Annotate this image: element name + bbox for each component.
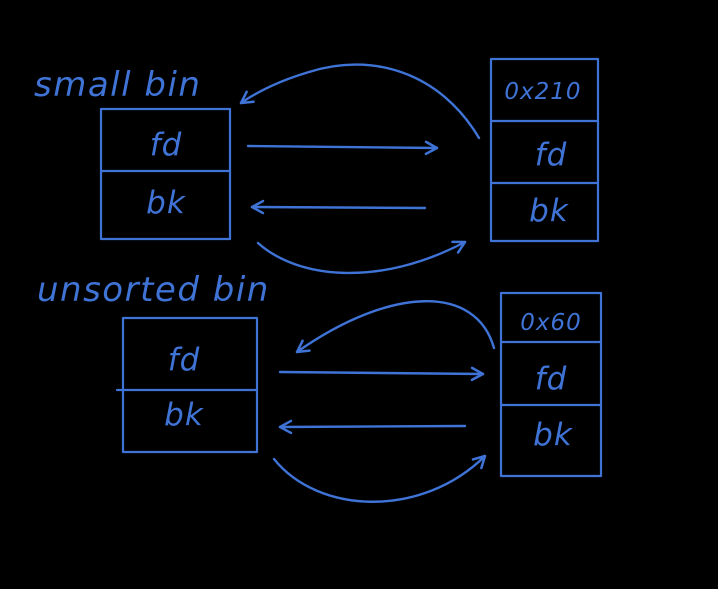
small-bin-chunk-address: 0x210 bbox=[504, 79, 581, 105]
small-bin-chunk-fd: fd bbox=[535, 137, 568, 173]
small-bin-head-box: fd bk bbox=[99, 107, 232, 241]
small-bin-head-bk: bk bbox=[146, 185, 186, 221]
unsorted-bin-head-to-chunk-curved-arrow bbox=[272, 454, 487, 503]
unsorted-bin-chunk-address: 0x60 bbox=[520, 310, 582, 336]
unsorted-bin-head-box: fd bk bbox=[115, 316, 259, 454]
unsorted-bin-chunk-fd: fd bbox=[535, 361, 568, 397]
small-bin-bk-arrow bbox=[250, 199, 427, 215]
small-bin-head-to-chunk-curved-arrow bbox=[256, 240, 467, 275]
small-bin-title: small bin bbox=[34, 65, 201, 105]
small-bin-chunk-to-title-curved-arrow bbox=[239, 63, 481, 140]
unsorted-bin-chunk-to-head-curved-arrow bbox=[295, 300, 496, 354]
unsorted-bin-head-bk: bk bbox=[164, 397, 204, 433]
small-bin-head-fd: fd bbox=[150, 127, 183, 163]
small-bin-chunk-box: 0x210 fd bk bbox=[489, 57, 600, 243]
small-bin-fd-arrow bbox=[246, 140, 439, 156]
unsorted-bin-group: unsorted bin fd bk 0x60 fd bk bbox=[37, 270, 603, 503]
unsorted-bin-chunk-box: 0x60 fd bk bbox=[499, 291, 603, 478]
small-bin-chunk-bk: bk bbox=[529, 193, 569, 229]
unsorted-bin-head-fd: fd bbox=[168, 342, 201, 378]
unsorted-bin-fd-arrow bbox=[278, 366, 485, 382]
unsorted-bin-title: unsorted bin bbox=[37, 270, 270, 310]
small-bin-group: small bin fd bk 0x210 fd bk bbox=[34, 57, 600, 275]
unsorted-bin-chunk-bk: bk bbox=[533, 417, 573, 453]
unsorted-bin-bk-arrow bbox=[278, 419, 467, 435]
